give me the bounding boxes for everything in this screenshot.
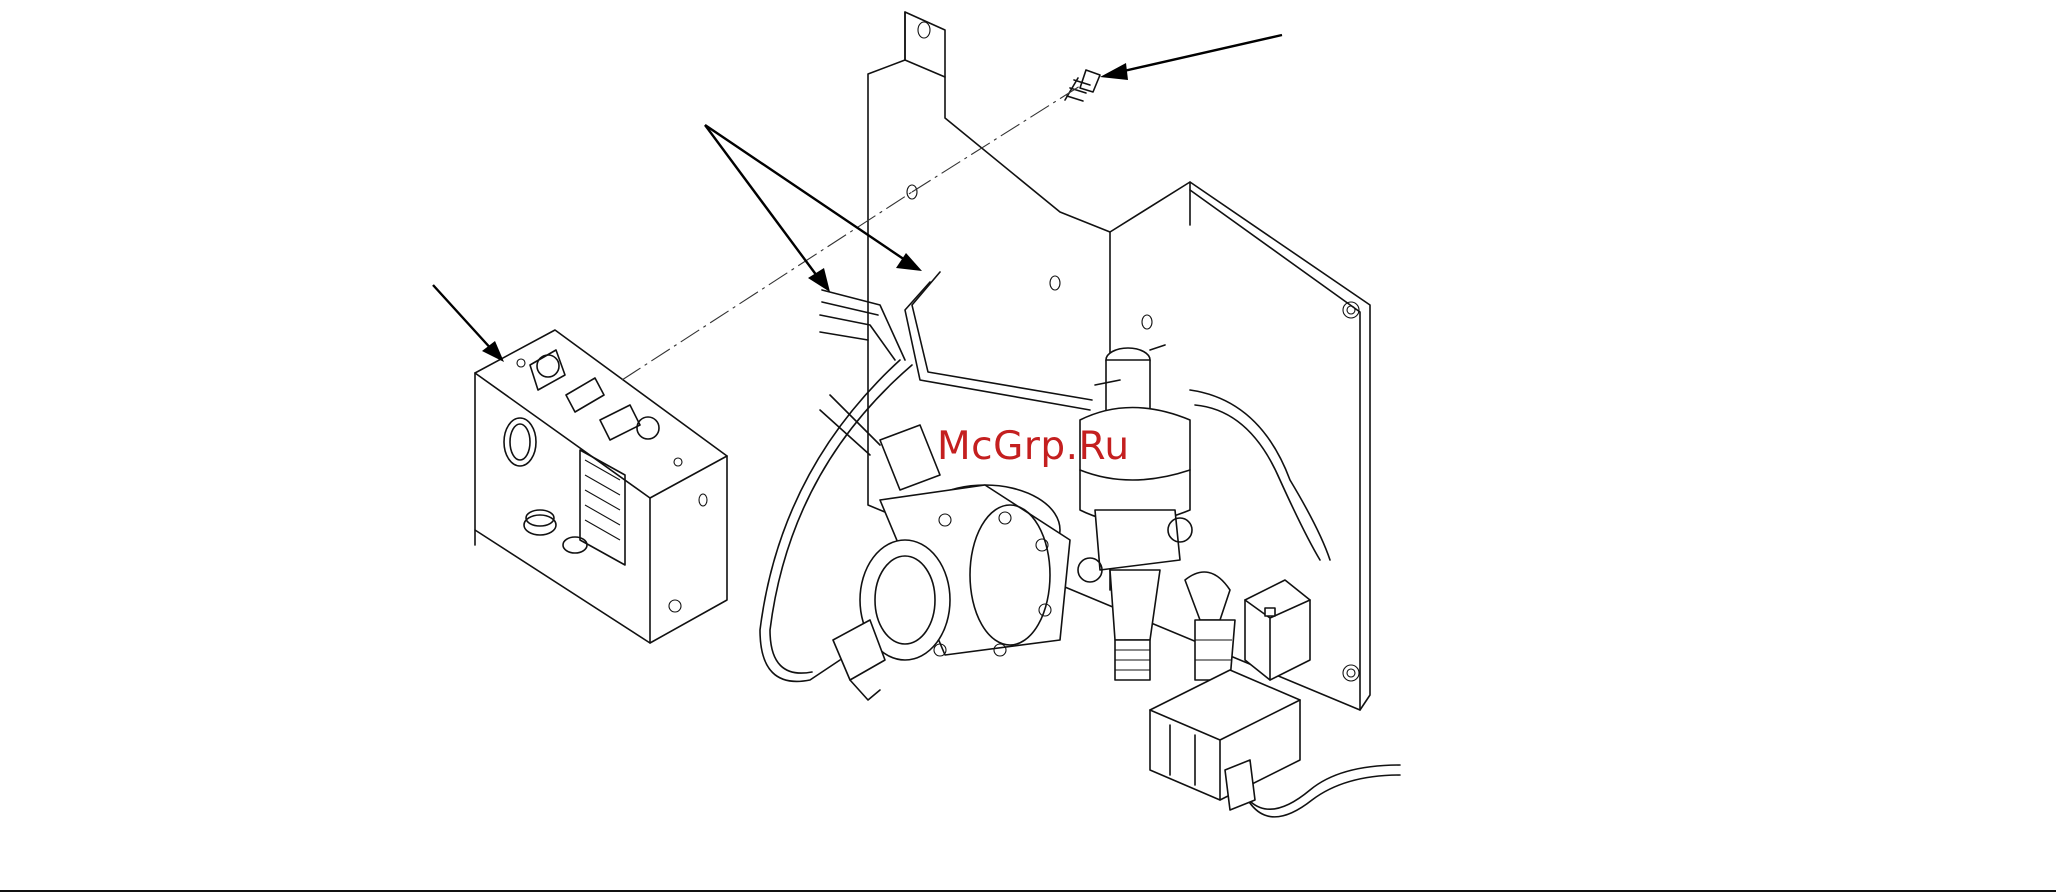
arrow-to-junction-box (433, 285, 504, 362)
wire-leads (760, 272, 1400, 817)
bottom-rule (0, 890, 2056, 892)
center-lines (622, 86, 1080, 380)
leader-arrows (433, 35, 1282, 362)
arrow-to-wire-leads-left (705, 125, 830, 292)
arrow-to-screw (1100, 35, 1282, 80)
screw (1065, 70, 1100, 101)
solenoid-valve (1150, 580, 1310, 810)
arrow-to-wire-leads-right (705, 125, 922, 271)
junction-box (475, 330, 727, 643)
watermark-text: McGrp.Ru (937, 424, 1130, 469)
